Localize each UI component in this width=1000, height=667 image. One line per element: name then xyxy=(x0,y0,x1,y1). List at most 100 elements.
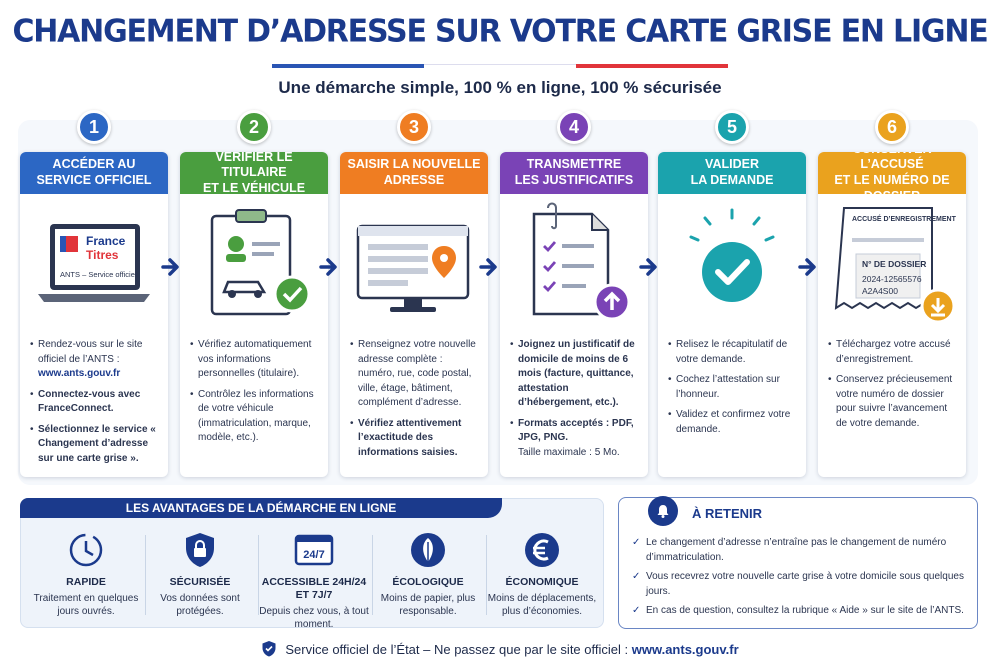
brand-line-2: Titres xyxy=(86,248,119,262)
receipt-number-2: A2A4S00 xyxy=(862,286,898,296)
clipboard-check-icon xyxy=(180,194,328,334)
step-number-6: 6 xyxy=(875,110,909,144)
arrow-right-icon xyxy=(639,258,657,276)
step-bullet: Relisez le récapitulatif de votre demand… xyxy=(668,338,798,367)
step-number-2: 2 xyxy=(237,110,271,144)
step-number-3: 3 xyxy=(397,110,431,144)
retain-item: ✓Vous recevrez votre nouvelle carte gris… xyxy=(632,570,972,599)
bullet-text: Contrôlez les informations de votre véhi… xyxy=(198,388,314,444)
step-bullet: Vérifiez automatiquement vos information… xyxy=(190,338,320,382)
advantage-desc: Vos données sont protégées. xyxy=(160,593,240,618)
bullet-text: Taille maximale : 5 Mo. xyxy=(518,446,620,458)
footer-text: Service officiel de l’État – Ne passez q… xyxy=(285,642,632,657)
arrow-right-icon xyxy=(798,258,816,276)
bullet-text: Relisez le récapitulatif de votre demand… xyxy=(676,339,788,365)
monitor-location-icon xyxy=(340,194,488,334)
bullet-text: Rendez-vous sur le site officiel de l’AN… xyxy=(38,339,143,365)
step-bullet: Sélectionnez le service « Changement d’a… xyxy=(30,423,160,467)
step-title: SAISIR LA NOUVELLE ADRESSE xyxy=(340,152,488,194)
arrow-right-icon xyxy=(479,258,497,276)
step-number-5: 5 xyxy=(715,110,749,144)
divider xyxy=(258,535,259,615)
bullet-text: Renseignez votre nouvelle adresse complè… xyxy=(358,339,476,408)
advantage-item: ÉCOLOGIQUE Moins de papier, plus responsa… xyxy=(370,528,486,618)
step-bullets: Relisez le récapitulatif de votre demand… xyxy=(658,334,806,437)
leaf-icon xyxy=(370,528,486,572)
step-title: CONSERVER L’ACCUSÉ ET LE NUMÉRO DE DOSSI… xyxy=(818,152,966,203)
clock-icon xyxy=(28,528,144,572)
step-bullet: Téléchargez votre accusé d’enregistremen… xyxy=(828,338,958,367)
step-card-2: VÉRIFIER LE TITULAIRE ET LE VÉHICULE Véri… xyxy=(180,152,328,477)
bullet-text: Validez et confirmez votre demande. xyxy=(676,409,791,435)
document-upload-icon xyxy=(500,194,648,334)
advantage-item: ÉCONOMIQUE Moins de déplacements, plus d’… xyxy=(484,528,600,618)
step-bullets: Téléchargez votre accusé d’enregistremen… xyxy=(818,334,966,431)
bell-icon xyxy=(648,496,678,526)
step-bullets: Joignez un justificatif de domicile de m… xyxy=(500,334,648,460)
step-title: VÉRIFIER LE TITULAIRE ET LE VÉHICULE xyxy=(180,152,328,195)
shield-check-icon xyxy=(262,641,276,657)
arrow-right-icon xyxy=(319,258,337,276)
step-bullet: Cochez l’attestation sur l’honneur. xyxy=(668,373,798,402)
advantage-desc: Moins de déplacements, plus d’économies. xyxy=(487,593,597,618)
retain-item: ✓Le changement d’adresse n’entraîne pas … xyxy=(632,536,972,565)
bullet-text: Téléchargez votre accusé d’enregistremen… xyxy=(836,339,951,365)
page-subtitle: Une démarche simple, 100 % en ligne, 100… xyxy=(278,78,722,97)
advantage-desc: Moins de papier, plus responsable. xyxy=(380,593,476,618)
advantage-desc: Depuis chez vous, à tout moment. xyxy=(259,606,369,631)
svg-text:24/7: 24/7 xyxy=(303,549,324,561)
bullet-strong: Vérifiez attentivement l’exactitude des … xyxy=(358,417,462,458)
step-bullets: Rendez-vous sur le site officiel de l’AN… xyxy=(20,334,168,466)
retain-title: À RETENIR xyxy=(692,506,763,521)
screen-caption: ANTS – Service officiel xyxy=(60,270,137,279)
advantage-label: RAPIDE xyxy=(66,576,106,588)
retain-text: Vous recevrez votre nouvelle carte grise… xyxy=(646,571,964,597)
step-bullet: Formats acceptés : PDF, JPG, PNG. Taille … xyxy=(510,417,640,461)
step-number-1: 1 xyxy=(77,110,111,144)
receipt-label: N° DE DOSSIER xyxy=(862,259,927,269)
check-icon: ✓ xyxy=(632,605,641,616)
brand-line-1: France xyxy=(86,234,126,248)
step-bullet: Conservez précieusement votre numéro de … xyxy=(828,373,958,431)
advantage-label: ACCESSIBLE 24H/24 ET 7J/7 xyxy=(261,576,367,602)
step-bullet: Validez et confirmez votre demande. xyxy=(668,408,798,437)
step-bullet: Renseignez votre nouvelle adresse complè… xyxy=(350,338,480,411)
retain-list: ✓Le changement d’adresse n’entraîne pas … xyxy=(632,536,972,624)
step-bullet: Connectez-vous avec FranceConnect. xyxy=(30,388,160,417)
advantages-title: LES AVANTAGES DE LA DÉMARCHE EN LIGNE xyxy=(20,498,502,518)
divider xyxy=(372,535,373,615)
bullet-text: Cochez l’attestation sur l’honneur. xyxy=(676,374,780,400)
check-circle-icon xyxy=(658,194,806,334)
bullet-strong: Formats acceptés : PDF, JPG, PNG. xyxy=(518,417,634,444)
retain-text: En cas de question, consultez la rubriqu… xyxy=(646,605,964,616)
bullet-strong: www.ants.gouv.fr xyxy=(38,368,121,379)
advantage-label: ÉCOLOGIQUE xyxy=(392,576,464,588)
advantage-label: SÉCURISÉE xyxy=(169,576,231,588)
receipt-header: ACCUSÉ D’ENREGISTREMENT xyxy=(852,216,956,223)
page-title: CHANGEMENT D’ADRESSE SUR VOTRE CARTE GRI… xyxy=(12,13,988,50)
bullet-text: Conservez précieusement votre numéro de … xyxy=(836,374,953,429)
divider xyxy=(145,535,146,615)
step-card-5: VALIDER LA DEMANDE Relisez le récapitulat… xyxy=(658,152,806,477)
bullet-strong: Connectez-vous avec FranceConnect. xyxy=(38,388,141,415)
step-card-6: CONSERVER L’ACCUSÉ ET LE NUMÉRO DE DOSSI… xyxy=(818,152,966,477)
advantage-label: ÉCONOMIQUE xyxy=(505,576,579,588)
retain-item: ✓ En cas de question, consultez la rubriq… xyxy=(632,604,972,619)
calendar-24-7-icon: 24/7 xyxy=(256,528,372,572)
bullet-strong: Sélectionnez le service « Changement d’a… xyxy=(38,423,156,464)
receipt-number: 2024-12565576 xyxy=(862,274,922,284)
step-title: ACCÉDER AU SERVICE OFFICIEL xyxy=(20,152,168,194)
step-title: TRANSMETTRE LES JUSTIFICATIFS xyxy=(500,152,648,194)
step-bullet: Contrôlez les informations de votre véhi… xyxy=(190,388,320,446)
step-bullet: Joignez un justificatif de domicile de m… xyxy=(510,338,640,411)
arrow-right-icon xyxy=(161,258,179,276)
step-title: VALIDER LA DEMANDE xyxy=(658,152,806,194)
lock-shield-icon xyxy=(142,528,258,572)
footer-link[interactable]: www.ants.gouv.fr xyxy=(631,642,739,657)
check-icon: ✓ xyxy=(632,537,641,548)
step-card-4: TRANSMETTRE LES JUSTIFICATIFS Joignez un … xyxy=(500,152,648,477)
